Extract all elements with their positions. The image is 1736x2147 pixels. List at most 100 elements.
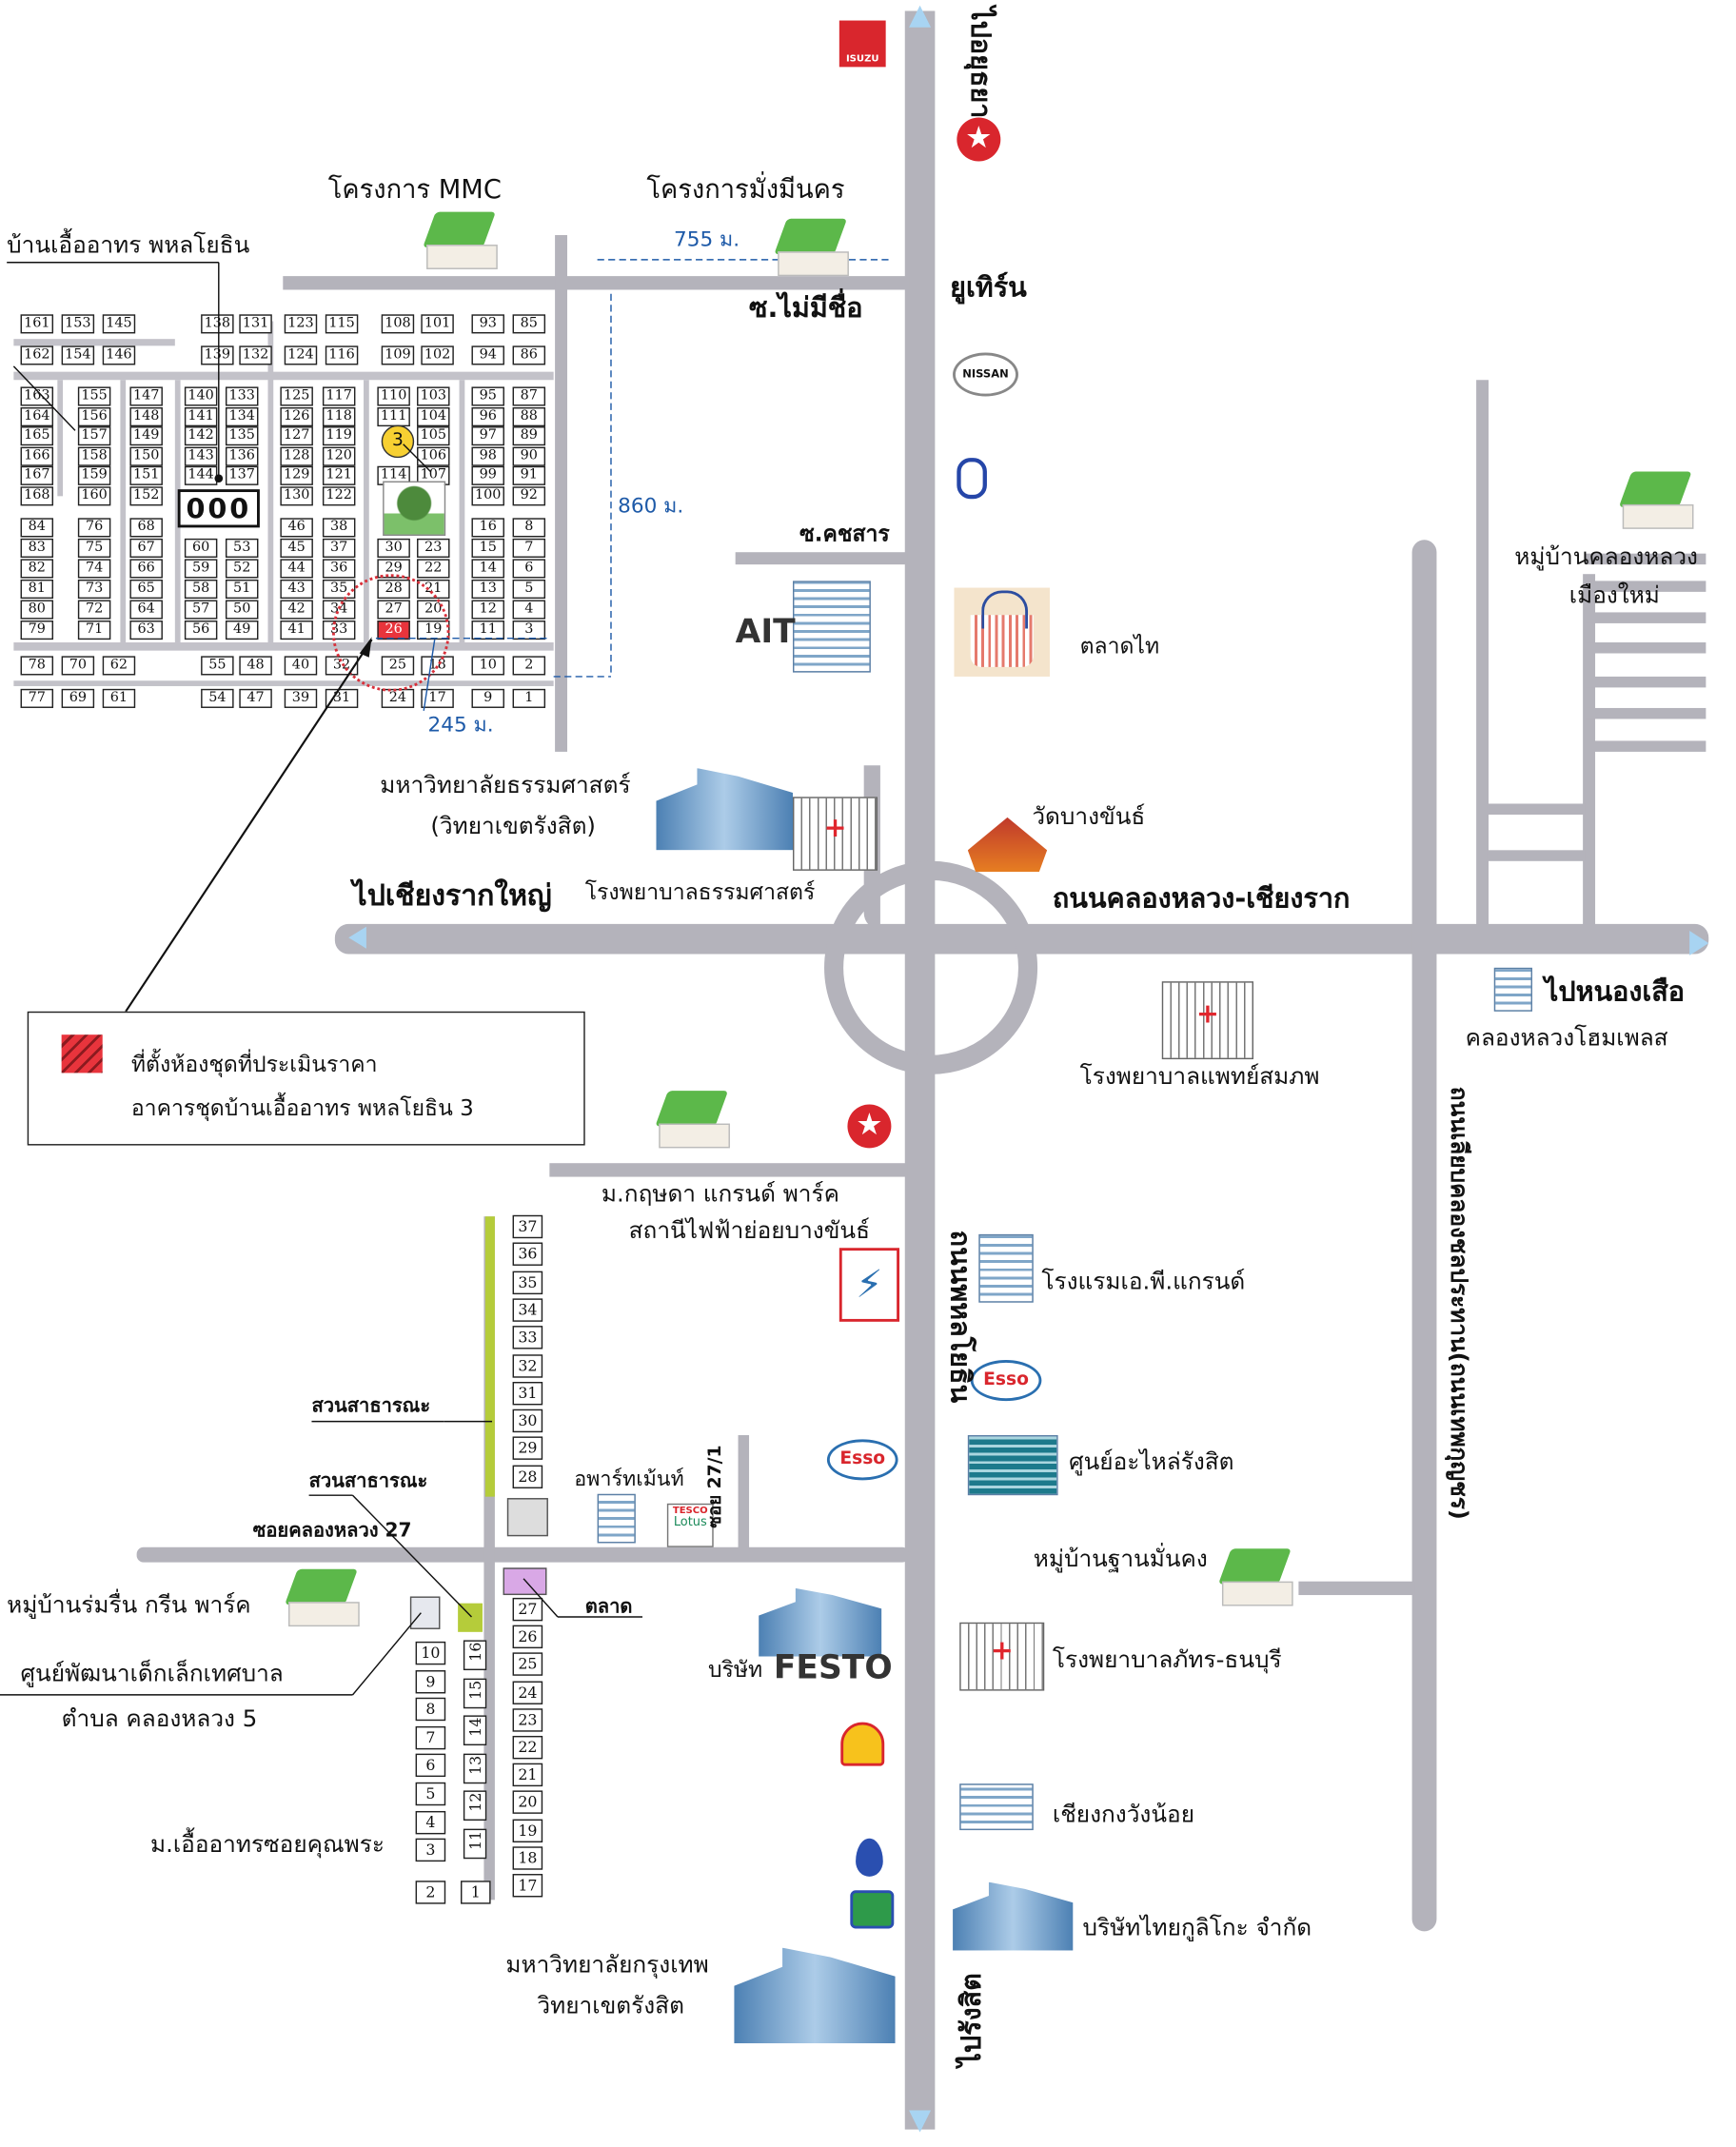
lot: 67 [129, 538, 163, 558]
lot: 105 [417, 426, 450, 446]
khlong-luang-village-label-2: เมืองใหม่ [1568, 581, 1660, 610]
tree-park-icon [383, 481, 446, 536]
lot: 158 [77, 445, 111, 466]
lot: 27 [512, 1597, 543, 1622]
kritsada-house-icon [654, 1091, 736, 1149]
thepkunchorn-road [1411, 540, 1437, 1932]
lot: 2 [512, 656, 546, 676]
esso-logo-icon: Esso [970, 1360, 1042, 1402]
lot: 133 [225, 386, 259, 406]
lot: 30 [512, 1408, 543, 1433]
lot: 62 [102, 656, 136, 676]
lot: 100 [471, 485, 504, 505]
lot: 86 [512, 345, 546, 365]
lot: 154 [61, 345, 95, 365]
lot: 4 [512, 600, 546, 620]
to-nong-suea-label: ไปหนองเสือ [1544, 975, 1686, 1008]
lot: 21 [512, 1763, 543, 1787]
basket-icon [954, 587, 1051, 677]
selection-circle [331, 574, 450, 692]
to-chiang-rak-yai-label: ไปเชียงรากใหญ่ [352, 878, 552, 912]
lot: 74 [77, 559, 111, 579]
to-ayutthaya-label: ไปอยุธยา [964, 7, 998, 119]
village-access-road [555, 235, 568, 752]
legend-box: ที่ตั้งห้องชุดที่ประเมินราคา อาคารชุดบ้า… [27, 1011, 585, 1146]
village-street [1585, 581, 1706, 592]
bangchak-logo-icon [850, 1890, 895, 1929]
lot: 29 [512, 1437, 543, 1461]
lot: 54 [201, 688, 234, 708]
lot: 129 [280, 465, 313, 485]
lot: 45 [280, 538, 313, 558]
village-lane [174, 380, 181, 643]
lot: 143 [184, 445, 218, 466]
lot: 149 [129, 426, 163, 446]
village-street [1585, 553, 1706, 565]
village-street [1585, 707, 1706, 719]
home-place-label: คลองหลวงโฮมเพลส [1465, 1025, 1668, 1053]
lot: 63 [129, 620, 163, 640]
lot: 14 [463, 1715, 487, 1746]
ait-label: AIT [735, 612, 796, 651]
shell-logo-icon [840, 1722, 885, 1766]
lot: 65 [129, 579, 163, 600]
lot: 126 [280, 406, 313, 426]
lot: 141 [184, 406, 218, 426]
lot: 75 [77, 538, 111, 558]
apartment-label: อพาร์ทเม้นท์ [574, 1467, 684, 1491]
lot: 46 [280, 518, 313, 538]
lot: 147 [129, 386, 163, 406]
lot: 68 [129, 518, 163, 538]
lot: 6 [415, 1754, 446, 1778]
mmc-label: โครงการ MMC [327, 174, 502, 206]
village-lane [120, 380, 127, 643]
kritsada-soi [549, 1163, 908, 1177]
lot: 137 [225, 465, 259, 485]
glico-label: บริษัทไทยกูลิโกะ จำกัด [1082, 1915, 1312, 1942]
village-street [1487, 850, 1586, 861]
lot: 36 [512, 1242, 543, 1267]
lot: 58 [184, 579, 218, 600]
lot: 81 [20, 579, 54, 600]
lot: 90 [512, 445, 546, 466]
lot: 56 [184, 620, 218, 640]
to-rangsit-label: ไปรังสิต [954, 1973, 987, 2067]
lot: 94 [471, 345, 504, 365]
thammasat-hospital-icon: + [792, 797, 878, 871]
than-man-khong-label: หมู่บ้านฐานมั่นคง [1033, 1546, 1208, 1574]
lot: 134 [225, 406, 259, 426]
lot: 5 [415, 1782, 446, 1806]
lot: 19 [512, 1818, 543, 1842]
lot: 77 [20, 688, 54, 708]
lot: 136 [225, 445, 259, 466]
soi-27-1-label: ซอย 27/1 [705, 1445, 726, 1528]
soi-unnamed-label: ซ.ไม่มีชื่อ [749, 290, 863, 325]
chiang-kong-building-icon [959, 1783, 1034, 1831]
caltex-logo-icon: ★ [957, 117, 1001, 162]
lot: 18 [512, 1846, 543, 1870]
lot: 89 [512, 426, 546, 446]
lot: 120 [322, 445, 356, 466]
lot: 49 [225, 620, 259, 640]
soi-khotchasan-label: ซ.คชสาร [799, 521, 890, 547]
lot: 20 [512, 1790, 543, 1815]
khlong-luang-chiang-rak-road-label: ถนนคลองหลวง-เชียงราก [1052, 881, 1351, 915]
village-lane [267, 321, 274, 643]
village-lane [13, 339, 175, 346]
lot: 108 [381, 314, 415, 334]
legend-line-2: อาคารชุดบ้านเอื้ออาทร พหลโยธิน 3 [130, 1094, 474, 1121]
lot: 6 [512, 559, 546, 579]
phaet-sommaphop-hospital-icon: + [1161, 981, 1253, 1060]
lot: 138 [201, 314, 234, 334]
soi-khotchasan [735, 552, 908, 565]
lot: 37 [322, 538, 356, 558]
lot: 153 [61, 314, 95, 334]
lot: 73 [77, 579, 111, 600]
lot: 57 [184, 600, 218, 620]
lot: 132 [239, 345, 272, 365]
lot: 150 [129, 445, 163, 466]
caltex-logo-icon: ★ [847, 1104, 892, 1149]
distance-860-label: 860 ม. [618, 493, 684, 519]
lot: 95 [471, 386, 504, 406]
